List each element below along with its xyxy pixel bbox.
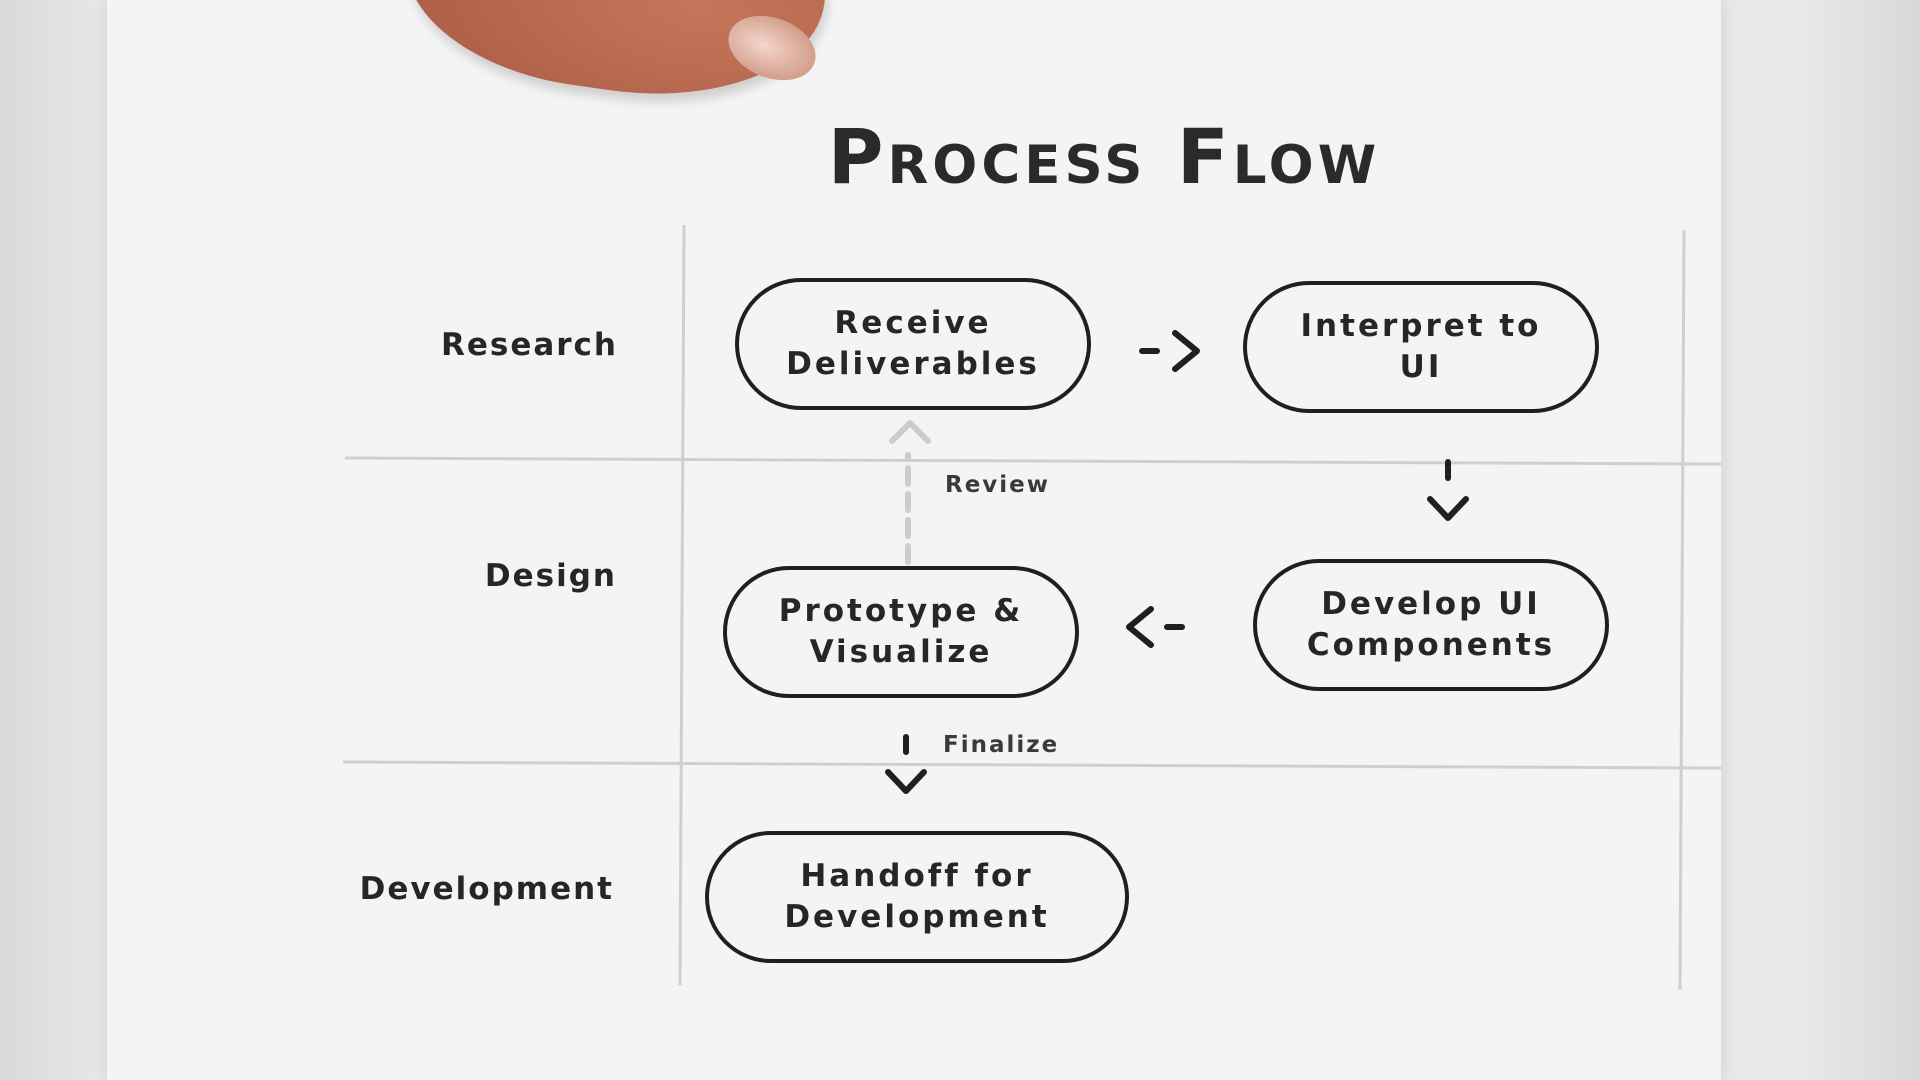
lane-label-design: Design bbox=[484, 558, 617, 594]
edge-develop-to-prototype bbox=[1126, 606, 1185, 648]
edge-receive-to-interpret bbox=[1139, 330, 1200, 372]
node-receive-deliverables: Receive Deliverables bbox=[735, 278, 1091, 410]
node-develop-ui-components: Develop UI Components bbox=[1253, 559, 1609, 691]
edge-label-finalize: Finalize bbox=[943, 732, 1060, 758]
edge-interpret-to-develop bbox=[1427, 459, 1469, 521]
edge-prototype-to-handoff bbox=[885, 734, 927, 794]
paper-sheet: Process Flow bbox=[107, 0, 1721, 1080]
diagram-lines bbox=[342, 224, 1721, 991]
node-handoff-for-development: Handoff for Development bbox=[705, 831, 1129, 963]
edge-label-review: Review bbox=[945, 472, 1051, 498]
diagram-title: Process Flow bbox=[827, 112, 1381, 201]
edge-prototype-to-receive bbox=[889, 420, 931, 565]
lane-divider-left bbox=[678, 224, 686, 986]
lane-label-research: Research bbox=[440, 327, 618, 363]
node-interpret-to-ui: Interpret to UI bbox=[1243, 281, 1599, 413]
lane-label-development: Development bbox=[359, 871, 614, 907]
lane-divider-right bbox=[1678, 229, 1686, 991]
node-prototype-visualize: Prototype & Visualize bbox=[723, 566, 1079, 698]
lane-divider-research-design bbox=[344, 456, 1721, 466]
lane-divider-design-development bbox=[342, 760, 1721, 770]
